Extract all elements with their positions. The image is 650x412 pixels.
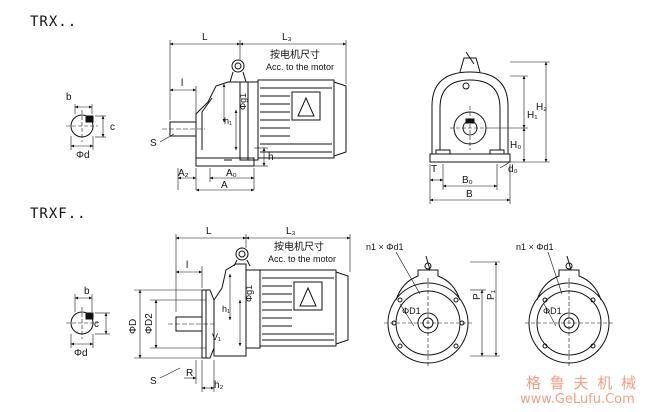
trxf-dim-h2: h₂ [214, 380, 224, 391]
trxf-section-title: TRXF.. [30, 206, 87, 222]
trxf-dim-d: Φd [74, 348, 88, 359]
trx-motor-note-en: Acc. to the motor [266, 62, 334, 72]
trx-dim-l: l [181, 78, 183, 89]
trxf-front-view-2 [525, 251, 613, 368]
trxf-dim-D1-a: ΦD1 [402, 306, 421, 316]
trxf-dim-S: S [150, 376, 157, 387]
trx-dim-L3: L₃ [282, 32, 292, 43]
trxf-dim-g1: Φg1 [244, 285, 254, 302]
trx-dim-g1: Φg1 [238, 93, 248, 110]
trx-dim-S: S [150, 138, 157, 149]
trxf-dim-L3: L₃ [286, 226, 296, 237]
trxf-dim-b: b [84, 286, 90, 297]
trxf-dim-D1-b: ΦD1 [543, 306, 562, 316]
trxf-dim-P: P [472, 293, 483, 300]
trx-side-view [159, 40, 347, 192]
trx-section-title: TRX.. [30, 14, 78, 30]
trxf-front-view-1 [384, 251, 500, 368]
trx-dim-A: A [221, 180, 228, 191]
trxf-motor-note-en: Acc. to the motor [268, 254, 336, 264]
trxf-dim-h1: h₁ [222, 304, 230, 314]
trx-dim-A2: A₂ [178, 168, 189, 179]
trxf-dim-R: R [186, 368, 193, 379]
trxf-dim-n1d1-b: n1 × Φd1 [516, 242, 553, 252]
trx-dim-A0: A₀ [226, 168, 237, 179]
trx-dim-b: b [66, 92, 72, 103]
trxf-dim-D: ΦD [128, 319, 139, 334]
trx-dim-B0: B₀ [462, 175, 473, 186]
trx-shaft-section [66, 104, 106, 150]
trx-dim-H0: H₀ [510, 140, 521, 151]
trxf-dim-V1: V₁ [212, 332, 221, 342]
trx-dim-h1: h₁ [224, 116, 232, 126]
trxf-dim-L: L [206, 226, 212, 237]
watermark-cn: 格 鲁 夫 机 械 [526, 374, 639, 392]
trxf-dim-c: c [94, 319, 99, 330]
trx-dim-B: B [466, 189, 473, 200]
trx-dim-L: L [202, 32, 208, 43]
trx-dim-c: c [110, 122, 115, 133]
trxf-side-view [134, 234, 351, 392]
trx-dim-h: h [268, 152, 274, 163]
trx-dim-H2: H₂ [536, 102, 547, 113]
trxf-dim-n1d1-a: n1 × Φd1 [366, 242, 403, 252]
trx-dim-H1: H₁ [527, 110, 538, 121]
trx-front-view [429, 51, 550, 204]
trxf-dim-D2: ΦD2 [144, 313, 155, 334]
trxf-dim-l: l [186, 260, 188, 271]
trxf-dim-P1: P₁ [486, 289, 497, 300]
trx-dim-T: T [431, 164, 437, 175]
trx-dim-d0: d₀ [508, 164, 518, 175]
trx-motor-note-cn: 按电机尺寸 [270, 48, 320, 61]
watermark-url: www.GeLufu.Com [520, 392, 635, 407]
trx-dim-d: Φd [76, 150, 90, 161]
trxf-motor-note-cn: 按电机尺寸 [274, 240, 324, 253]
trxf-shaft-section [66, 294, 110, 348]
